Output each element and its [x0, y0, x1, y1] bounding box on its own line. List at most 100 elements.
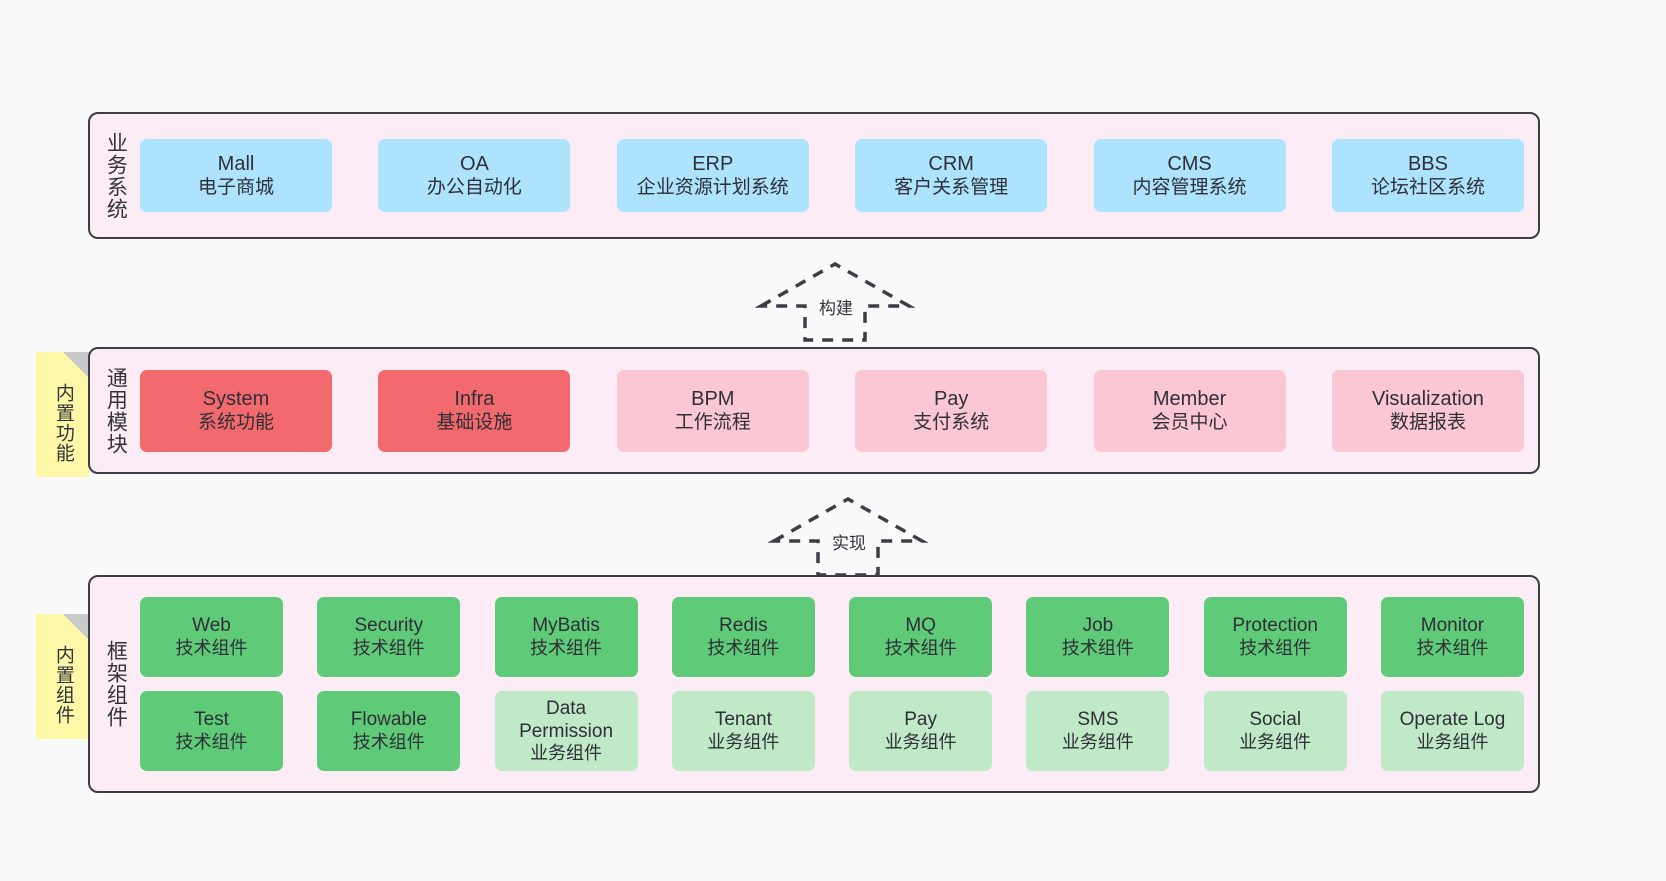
card-crm[interactable]: CRM 客户关系管理 — [855, 139, 1048, 212]
card-subtitle: 业务组件 — [1061, 731, 1134, 752]
card-visualization[interactable]: Visualization 数据报表 — [1331, 369, 1524, 452]
card-flowable[interactable]: Flowable 技术组件 — [317, 691, 461, 771]
card-title: Web — [192, 615, 231, 637]
card-title: Protection — [1232, 615, 1318, 637]
arrow-implement: 实现 — [767, 493, 929, 579]
card-member[interactable]: Member 会员中心 — [1093, 369, 1286, 452]
card-title: Flowable — [350, 709, 427, 731]
section-common-modules: 通用模块 System 系统功能 Infra 基础设施 BPM 工作流程 Pay — [88, 347, 1540, 474]
card-title: Pay — [904, 709, 937, 731]
note-label: 内置组件 — [52, 644, 74, 725]
card-title: OA — [459, 152, 489, 175]
card-redis[interactable]: Redis 技术组件 — [671, 597, 815, 677]
card-title: Job — [1082, 615, 1114, 637]
card-social[interactable]: Social 业务组件 — [1203, 691, 1347, 771]
card-bbs[interactable]: BBS 论坛社区系统 — [1331, 139, 1524, 212]
card-subtitle: 技术组件 — [1416, 637, 1489, 658]
card-erp[interactable]: ERP 企业资源计划系统 — [616, 139, 809, 212]
framework-components-row-1: Web 技术组件 Security 技术组件 MyBatis 技术组件 Redi… — [140, 597, 1524, 677]
common-modules-row: System 系统功能 Infra 基础设施 BPM 工作流程 Pay 支付系统… — [140, 369, 1524, 452]
card-protection[interactable]: Protection 技术组件 — [1203, 597, 1347, 677]
section-business-systems: 业务系统 Mall 电子商城 OA 办公自动化 ERP 企业资源计划系统 CRM — [88, 112, 1540, 239]
card-title: Infra — [454, 387, 495, 410]
section-label-business-systems: 业务系统 — [104, 131, 128, 220]
section-label-common-modules: 通用模块 — [104, 366, 128, 455]
note-fold-icon — [63, 614, 89, 640]
card-job[interactable]: Job 技术组件 — [1026, 597, 1170, 677]
arrow-build: 构建 — [754, 258, 916, 344]
card-subtitle: 技术组件 — [352, 731, 425, 752]
card-title: ERP — [692, 152, 734, 175]
card-subtitle: 业务组件 — [1239, 731, 1312, 752]
card-data-permission[interactable]: Data Permission 业务组件 — [494, 691, 638, 771]
card-mybatis[interactable]: MyBatis 技术组件 — [494, 597, 638, 677]
card-title: System — [202, 387, 270, 410]
card-title: Member — [1152, 387, 1227, 410]
card-pay-module[interactable]: Pay 支付系统 — [855, 369, 1048, 452]
note-builtin-components: 内置组件 — [36, 614, 89, 739]
arrow-implement-label: 实现 — [830, 529, 868, 554]
card-title: Redis — [719, 615, 768, 637]
card-test[interactable]: Test 技术组件 — [140, 691, 283, 771]
card-subtitle: 支付系统 — [913, 412, 990, 434]
card-title: Operate Log — [1399, 709, 1506, 731]
card-title: BPM — [691, 387, 735, 410]
card-title: Test — [194, 709, 229, 731]
card-title: CRM — [928, 152, 974, 175]
section-body-business-systems: Mall 电子商城 OA 办公自动化 ERP 企业资源计划系统 CRM 客户关系… — [140, 114, 1538, 237]
section-framework-components: 框架组件 Web 技术组件 Security 技术组件 MyBatis 技术组件… — [88, 575, 1540, 793]
card-subtitle: 技术组件 — [707, 637, 780, 658]
card-title: CMS — [1167, 152, 1212, 175]
note-builtin-functions: 内置功能 — [36, 352, 89, 477]
card-cms[interactable]: CMS 内容管理系统 — [1093, 139, 1286, 212]
card-title: Social — [1249, 709, 1302, 731]
arrow-build-label: 构建 — [817, 294, 855, 319]
section-label-framework-components: 框架组件 — [104, 640, 128, 728]
card-subtitle: 技术组件 — [1061, 637, 1134, 658]
card-title: Pay — [933, 387, 969, 410]
card-title: Security — [354, 615, 424, 637]
card-monitor[interactable]: Monitor 技术组件 — [1380, 597, 1524, 677]
card-subtitle: 技术组件 — [530, 637, 603, 658]
section-body-framework-components: Web 技术组件 Security 技术组件 MyBatis 技术组件 Redi… — [140, 577, 1538, 791]
card-bpm[interactable]: BPM 工作流程 — [616, 369, 809, 452]
card-mq[interactable]: MQ 技术组件 — [849, 597, 993, 677]
card-title: Tenant — [714, 709, 772, 731]
card-subtitle: 企业资源计划系统 — [636, 177, 789, 199]
card-subtitle: 论坛社区系统 — [1370, 177, 1485, 199]
card-subtitle: 业务组件 — [1416, 731, 1489, 752]
business-systems-row: Mall 电子商城 OA 办公自动化 ERP 企业资源计划系统 CRM 客户关系… — [140, 139, 1524, 212]
card-subtitle: 技术组件 — [1239, 637, 1312, 658]
card-infra[interactable]: Infra 基础设施 — [378, 369, 571, 452]
card-subtitle: 工作流程 — [674, 412, 751, 434]
note-fold-icon — [63, 352, 89, 378]
card-subtitle: 系统功能 — [197, 412, 274, 434]
card-web[interactable]: Web 技术组件 — [140, 597, 283, 677]
note-label: 内置功能 — [52, 382, 74, 463]
card-mall[interactable]: Mall 电子商城 — [140, 139, 332, 212]
card-security[interactable]: Security 技术组件 — [317, 597, 461, 677]
card-subtitle: 业务组件 — [530, 743, 603, 764]
card-subtitle: 数据报表 — [1389, 412, 1466, 434]
card-title: MQ — [905, 615, 936, 637]
card-title: SMS — [1077, 709, 1119, 731]
framework-components-row-2: Test 技术组件 Flowable 技术组件 Data Permission … — [140, 691, 1524, 771]
card-title: MyBatis — [532, 615, 600, 637]
section-body-common-modules: System 系统功能 Infra 基础设施 BPM 工作流程 Pay 支付系统… — [140, 349, 1538, 472]
card-title: Monitor — [1420, 615, 1485, 637]
card-system[interactable]: System 系统功能 — [140, 369, 332, 452]
card-operate-log[interactable]: Operate Log 业务组件 — [1380, 691, 1524, 771]
card-pay-component[interactable]: Pay 业务组件 — [849, 691, 993, 771]
card-subtitle: 内容管理系统 — [1132, 177, 1247, 199]
card-subtitle: 业务组件 — [707, 731, 780, 752]
card-tenant[interactable]: Tenant 业务组件 — [671, 691, 815, 771]
card-subtitle: 技术组件 — [175, 731, 248, 752]
card-subtitle: 业务组件 — [884, 731, 957, 752]
card-sms[interactable]: SMS 业务组件 — [1026, 691, 1170, 771]
card-subtitle: 技术组件 — [884, 637, 957, 658]
card-oa[interactable]: OA 办公自动化 — [378, 139, 571, 212]
card-subtitle: 办公自动化 — [426, 177, 522, 199]
card-subtitle: 技术组件 — [352, 637, 425, 658]
card-title: BBS — [1407, 152, 1448, 175]
